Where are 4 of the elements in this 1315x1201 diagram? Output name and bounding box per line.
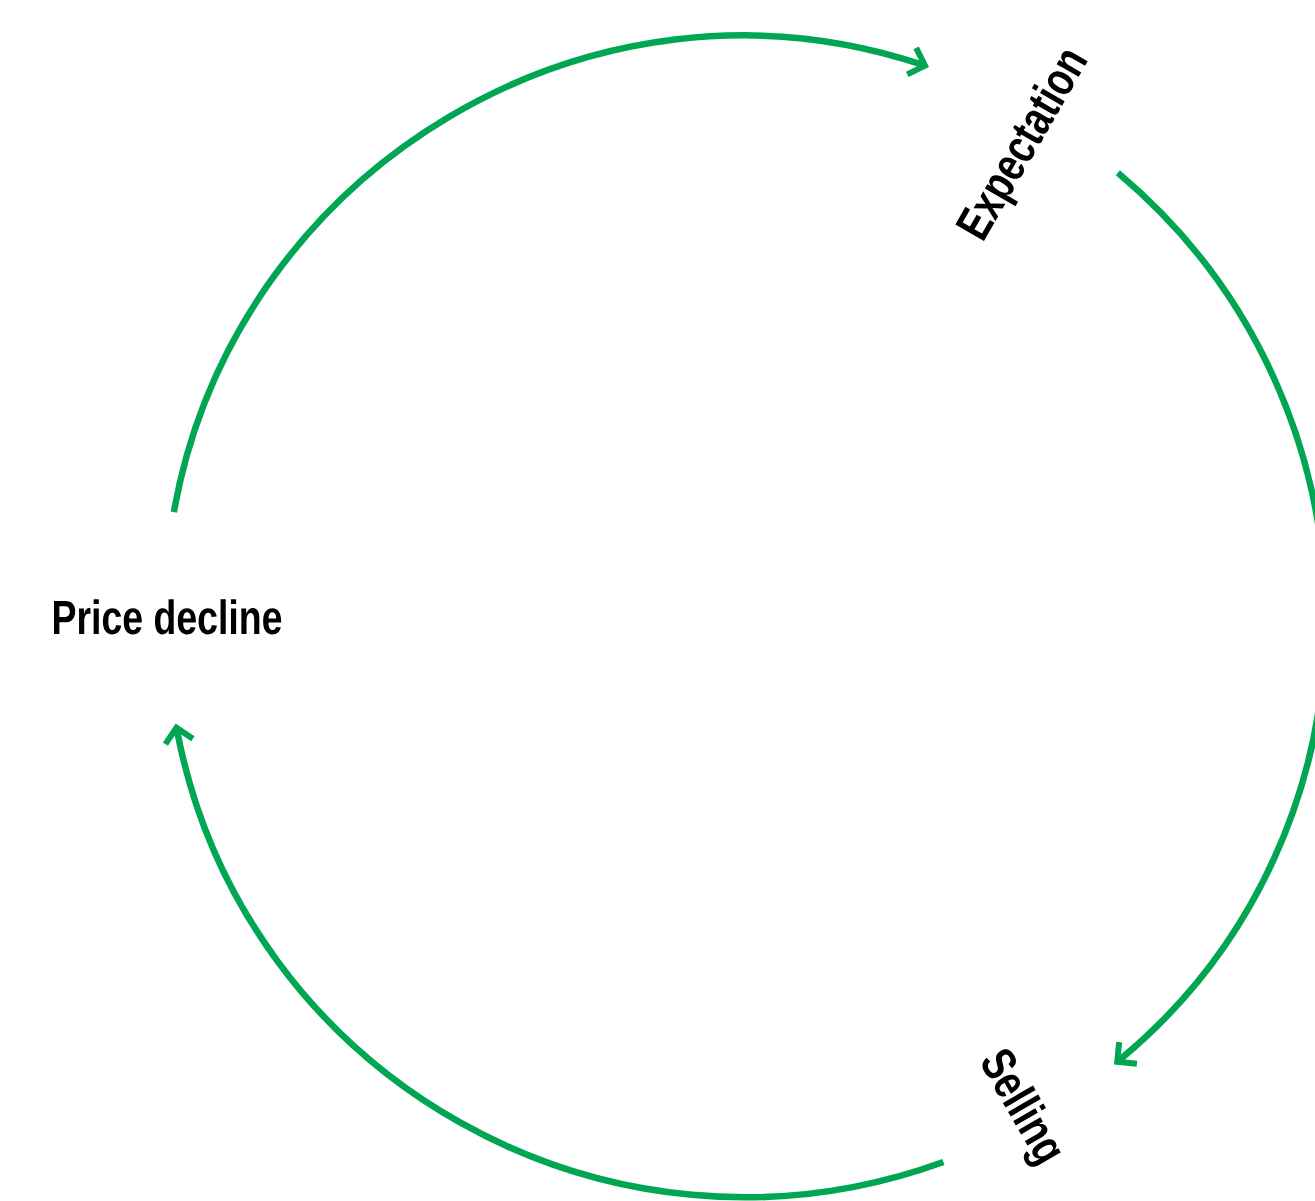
node-label: Price decline [54,599,282,635]
arrow [170,32,929,513]
arrow [1113,170,1315,1067]
arrow [162,723,945,1200]
